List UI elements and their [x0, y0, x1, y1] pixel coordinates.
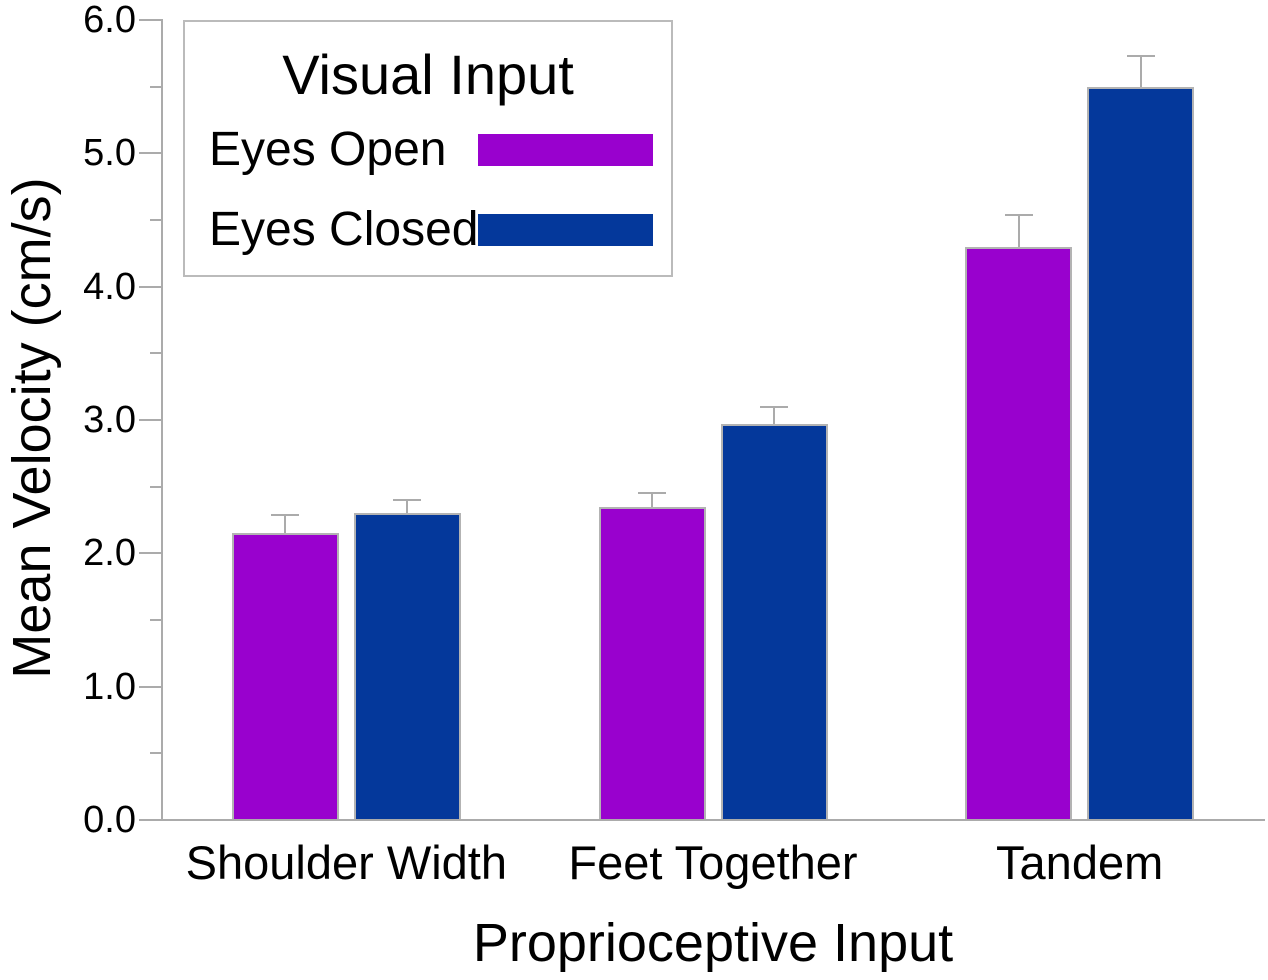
bar-eyes-open-tandem [965, 246, 1073, 820]
x-category-label: Tandem [996, 836, 1164, 889]
plot-area [163, 20, 1263, 820]
legend-entry-eyes-closed: Eyes Closed [209, 200, 654, 260]
y-tick-label: 1.0 [83, 665, 136, 708]
error-bar-cap [393, 499, 422, 501]
error-bar-stem [1139, 56, 1142, 87]
legend-title: Visual Input [282, 43, 574, 106]
error-bar-cap [1004, 213, 1033, 216]
legend-label-eyes-closed: Eyes Closed [209, 203, 479, 256]
error-bar-stem [406, 500, 409, 514]
y-minor-tick [150, 752, 163, 755]
bar-eyes-open-feet-together [598, 506, 706, 820]
legend-label-eyes-open: Eyes Open [209, 123, 447, 176]
y-tick-label: 2.0 [83, 532, 136, 575]
y-tick-label: 0.0 [83, 799, 136, 841]
y-major-tick [139, 152, 163, 155]
y-major-tick [139, 552, 163, 555]
legend-box: Visual Input Eyes Open Eyes Closed [183, 20, 673, 277]
error-bar-stem [773, 406, 775, 424]
x-category-label: Shoulder Width [185, 836, 507, 889]
legend-swatch-eyes-closed-icon [478, 214, 654, 246]
x-category-label: Feet Together [568, 836, 858, 889]
y-minor-tick [150, 619, 163, 621]
y-major-tick [139, 819, 163, 821]
y-tick-label: 5.0 [83, 132, 136, 175]
y-major-tick [139, 419, 163, 421]
y-tick-label: 6.0 [83, 0, 136, 41]
x-axis-title: Proprioceptive Input [472, 913, 954, 973]
error-bar-cap [271, 513, 300, 516]
y-tick-label: 3.0 [83, 399, 136, 441]
error-bar-stem [1017, 214, 1020, 247]
y-minor-tick [150, 219, 163, 221]
bar-eyes-closed-tandem [1087, 86, 1195, 820]
bar-eyes-closed-feet-together [720, 424, 828, 820]
y-major-tick [139, 285, 163, 288]
y-minor-tick [150, 352, 163, 355]
bar-eyes-closed-shoulder-width [353, 513, 461, 820]
error-bar-stem [284, 514, 287, 534]
error-bar-cap [1126, 55, 1155, 57]
y-minor-tick [150, 485, 163, 488]
error-bar-stem [651, 493, 653, 507]
y-minor-tick [150, 85, 163, 88]
y-major-tick [139, 685, 163, 688]
bar-eyes-open-shoulder-width [231, 533, 339, 820]
x-axis-line [161, 819, 1265, 821]
legend-swatch-eyes-open-icon [478, 134, 653, 166]
error-bar-cap [638, 492, 666, 495]
y-tick-label: 4.0 [83, 265, 136, 308]
legend-entry-eyes-open: Eyes Open [209, 120, 653, 180]
error-bar-cap [760, 405, 788, 408]
y-major-tick [139, 19, 163, 21]
